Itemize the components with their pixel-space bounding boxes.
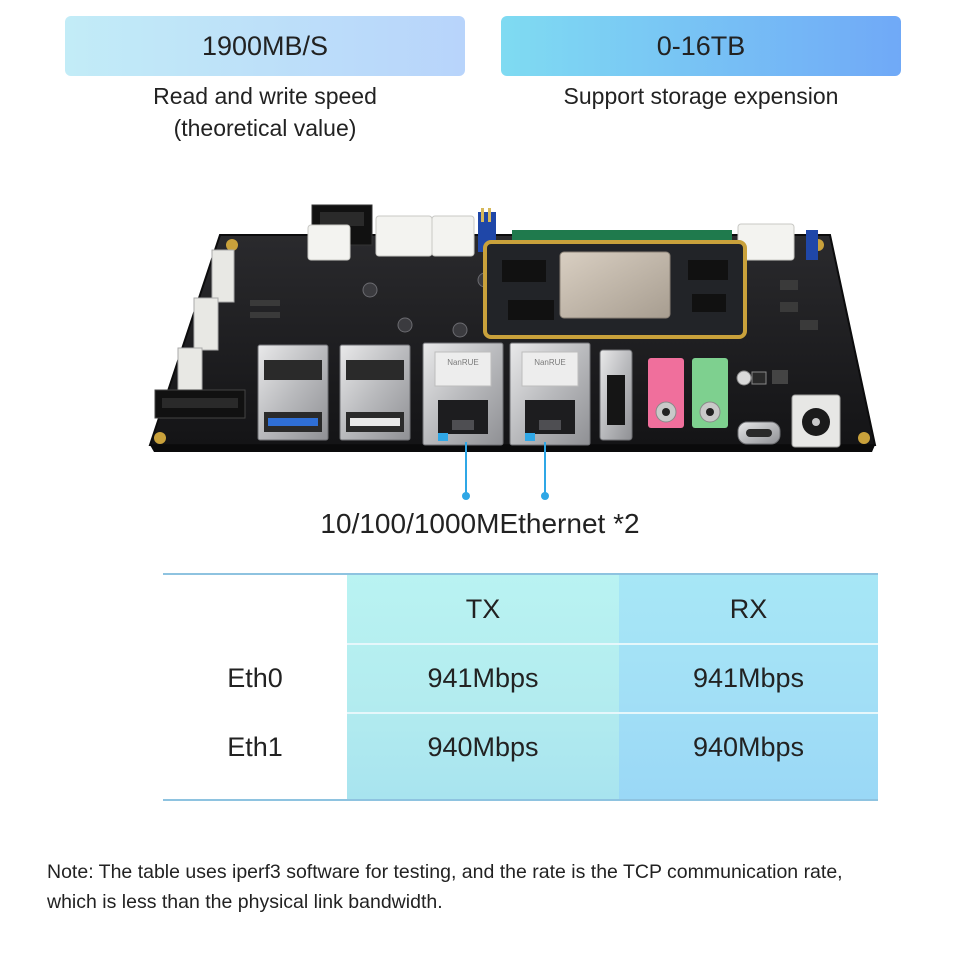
- table-row-label-eth0: Eth0: [227, 663, 283, 693]
- footnote-line1: Note: The table uses iperf3 software for…: [47, 861, 843, 883]
- ethernet-port-1: NanRUE: [422, 342, 504, 446]
- mount-hole-icon: [226, 239, 238, 251]
- mount-hole-icon: [154, 432, 166, 444]
- read-write-speed-caption-line2: (theoretical value): [173, 115, 357, 141]
- ethernet-transformer-label-2: NanRUE: [534, 358, 566, 367]
- table-bottom-border: [163, 799, 878, 801]
- tx-column-background: [347, 575, 619, 799]
- table-row-divider: [347, 712, 878, 714]
- table-row-divider: [347, 643, 878, 645]
- rx-column-background: [619, 575, 878, 799]
- read-write-speed-caption: Read and write speed (theoretical value): [65, 80, 465, 144]
- ethernet-transformer-label-1: NanRUE: [447, 358, 479, 367]
- storage-capacity-value: 0-16TB: [656, 30, 746, 61]
- table-cell-eth0-rx: 941Mbps: [692, 663, 805, 693]
- table-cell-eth1-tx: 940Mbps: [427, 732, 539, 762]
- throughput-table: TX RX Eth0 941Mbps 941Mbps Eth1 940Mbps …: [163, 573, 878, 801]
- ethernet-1-leader-dot: [462, 492, 470, 500]
- table-row-label-eth1: Eth1: [227, 732, 283, 762]
- ethernet-2-leader-dot: [541, 492, 549, 500]
- ethernet-1-leader-line: [465, 442, 467, 496]
- table-cell-eth1-rx: 940Mbps: [692, 732, 805, 762]
- storage-capacity-caption: Support storage expension: [501, 80, 901, 112]
- read-write-speed-caption-line1: Read and write speed: [153, 83, 377, 109]
- table-top-border: [163, 573, 878, 575]
- footnote: Note: The table uses iperf3 software for…: [47, 857, 952, 917]
- table-cell-eth0-tx: 941Mbps: [427, 663, 539, 693]
- read-write-speed-badge: 1900MB/S: [65, 16, 465, 76]
- storage-capacity-badge: 0-16TB: [501, 16, 901, 76]
- pcb-edge: [150, 445, 875, 452]
- table-header-tx: TX: [465, 593, 501, 624]
- mount-hole-icon: [858, 432, 870, 444]
- footnote-line2: which is less than the physical link ban…: [47, 891, 443, 913]
- table-header-rx: RX: [729, 593, 768, 624]
- soc-chip: [559, 251, 671, 319]
- ethernet-port-2: NanRUE: [509, 342, 591, 446]
- read-write-speed-value: 1900MB/S: [201, 30, 329, 61]
- ethernet-label: 10/100/1000MEthernet *2: [320, 508, 640, 539]
- storage-capacity-caption-line1: Support storage expension: [563, 83, 839, 109]
- ethernet-2-leader-line: [544, 442, 546, 496]
- board-image: NanRUE NanRUE: [148, 204, 877, 452]
